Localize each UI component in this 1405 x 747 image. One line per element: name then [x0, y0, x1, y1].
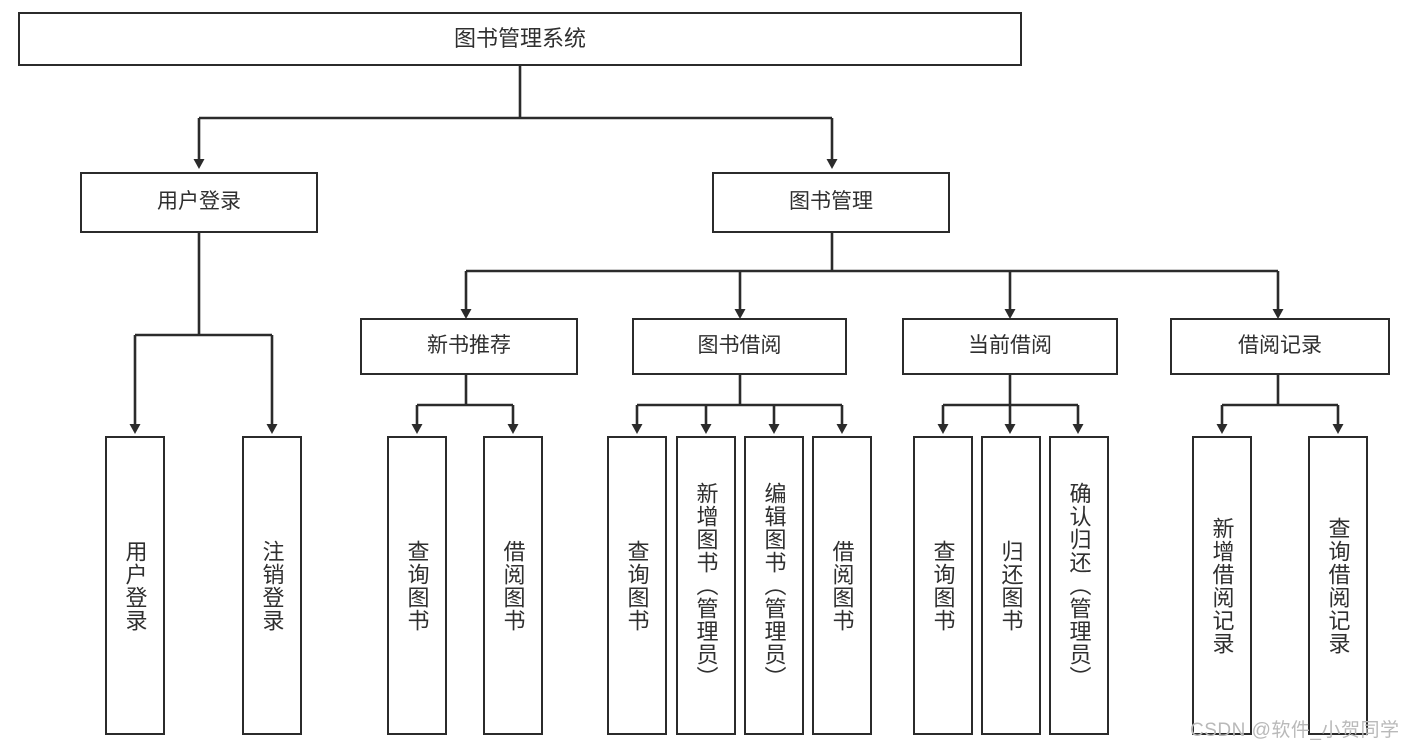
leaf-user-login-logout-label: 注销登录: [259, 539, 285, 632]
leaf-current-confirm-return-admin[interactable]: 确认归还（管理员）: [1049, 436, 1109, 735]
leaf-recommend-query-book-label: 查询图书: [404, 539, 430, 632]
leaf-current-return-book[interactable]: 归还图书: [981, 436, 1041, 735]
leaf-borrow-edit-book-admin[interactable]: 编辑图书（管理员）: [744, 436, 804, 735]
leaf-recommend-borrow-book-label: 借阅图书: [500, 539, 526, 632]
node-borrow-record-label: 借阅记录: [1238, 334, 1322, 358]
leaf-current-return-book-label: 归还图书: [998, 539, 1024, 632]
node-user-login-label: 用户登录: [157, 190, 241, 214]
leaf-user-login-logout[interactable]: 注销登录: [242, 436, 302, 735]
node-book-management[interactable]: 图书管理: [712, 172, 950, 233]
leaf-current-query-book-label: 查询图书: [930, 539, 956, 632]
node-current-borrow[interactable]: 当前借阅: [902, 318, 1118, 375]
leaf-user-login-login-label: 用户登录: [122, 539, 148, 632]
leaf-borrow-add-book-admin[interactable]: 新增图书（管理员）: [676, 436, 736, 735]
leaf-record-add-record-label: 新增借阅记录: [1209, 516, 1235, 655]
node-new-book-recommend-label: 新书推荐: [427, 334, 511, 358]
node-book-borrow[interactable]: 图书借阅: [632, 318, 847, 375]
leaf-borrow-query-book-label: 查询图书: [624, 539, 650, 632]
leaf-recommend-query-book[interactable]: 查询图书: [387, 436, 447, 735]
leaf-recommend-borrow-book[interactable]: 借阅图书: [483, 436, 543, 735]
node-borrow-record[interactable]: 借阅记录: [1170, 318, 1390, 375]
leaf-borrow-query-book[interactable]: 查询图书: [607, 436, 667, 735]
node-new-book-recommend[interactable]: 新书推荐: [360, 318, 578, 375]
leaf-current-confirm-return-admin-label: 确认归还（管理员）: [1066, 482, 1092, 689]
node-current-borrow-label: 当前借阅: [968, 334, 1052, 358]
node-user-login[interactable]: 用户登录: [80, 172, 318, 233]
leaf-record-add-record[interactable]: 新增借阅记录: [1192, 436, 1252, 735]
csdn-watermark: CSDN @软件_小贺同学: [1190, 720, 1400, 741]
leaf-borrow-borrow-book[interactable]: 借阅图书: [812, 436, 872, 735]
leaf-current-query-book[interactable]: 查询图书: [913, 436, 973, 735]
node-root-system-label: 图书管理系统: [453, 26, 586, 52]
leaf-borrow-add-book-admin-label: 新增图书（管理员）: [693, 482, 719, 689]
node-root-system[interactable]: 图书管理系统: [18, 12, 1022, 66]
node-book-management-label: 图书管理: [789, 190, 873, 214]
leaf-borrow-edit-book-admin-label: 编辑图书（管理员）: [761, 482, 787, 689]
leaf-borrow-borrow-book-label: 借阅图书: [829, 539, 855, 632]
leaf-user-login-login[interactable]: 用户登录: [105, 436, 165, 735]
leaf-record-query-record[interactable]: 查询借阅记录: [1308, 436, 1368, 735]
node-book-borrow-label: 图书借阅: [697, 334, 782, 358]
leaf-record-query-record-label: 查询借阅记录: [1325, 516, 1351, 655]
